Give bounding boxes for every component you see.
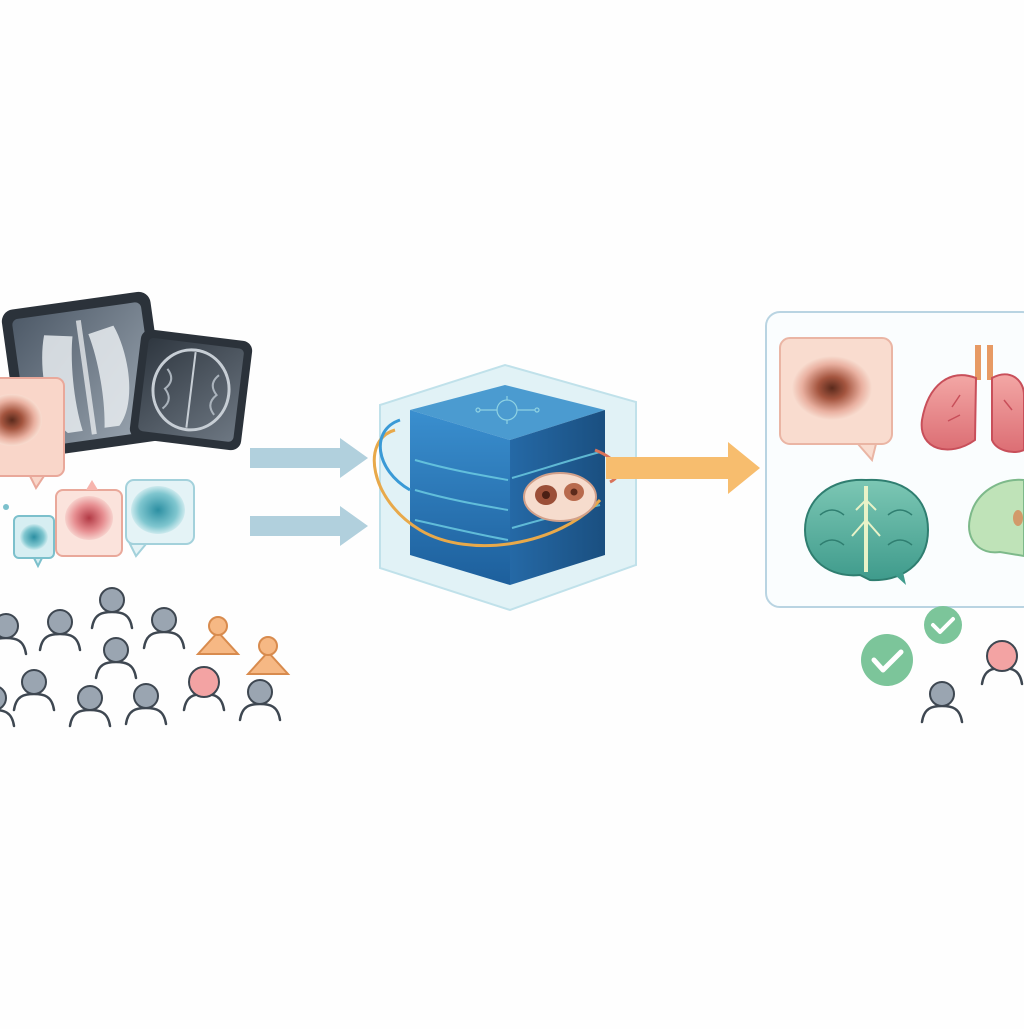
person-icon bbox=[195, 616, 241, 655]
model-cube bbox=[372, 363, 637, 612]
person-icon bbox=[142, 607, 186, 650]
person-icon bbox=[12, 669, 56, 712]
patient-crowd bbox=[0, 587, 291, 728]
input-group bbox=[0, 291, 291, 728]
person-icon bbox=[38, 609, 82, 652]
tissue-sample-icon bbox=[523, 472, 597, 522]
person-icon bbox=[0, 613, 28, 656]
check-icon bbox=[924, 606, 962, 644]
circuit-pattern bbox=[475, 396, 540, 424]
patient-group-result bbox=[920, 640, 1024, 724]
orbit-ring-orange bbox=[372, 428, 602, 548]
person-icon bbox=[245, 636, 291, 675]
person-icon bbox=[124, 683, 168, 726]
person-icon bbox=[94, 637, 138, 680]
person-icon bbox=[68, 685, 112, 728]
person-icon bbox=[182, 666, 226, 712]
result-lungs-icon bbox=[920, 345, 1024, 453]
input-arrow-top bbox=[250, 438, 368, 478]
result-brain-icon bbox=[803, 478, 930, 585]
person-icon bbox=[0, 686, 16, 728]
person-icon bbox=[920, 681, 964, 724]
tissue-card-small-teal bbox=[13, 515, 55, 569]
dot-marker bbox=[3, 504, 9, 510]
brain-mri-scan bbox=[129, 329, 253, 451]
person-icon bbox=[980, 640, 1024, 686]
check-icon bbox=[861, 634, 913, 686]
input-arrow-bottom bbox=[250, 506, 368, 546]
skin-lesion-card-large bbox=[0, 377, 65, 490]
person-icon bbox=[90, 587, 134, 630]
person-icon bbox=[238, 679, 282, 722]
result-card-skin-lesion bbox=[779, 337, 893, 463]
orbit-ring-blue bbox=[378, 418, 411, 492]
tissue-card-teal bbox=[125, 479, 195, 558]
output-arrow bbox=[606, 442, 760, 494]
skin-lesion-card-pink bbox=[55, 480, 123, 557]
result-liver-icon bbox=[968, 478, 1024, 558]
output-group bbox=[765, 311, 1024, 724]
